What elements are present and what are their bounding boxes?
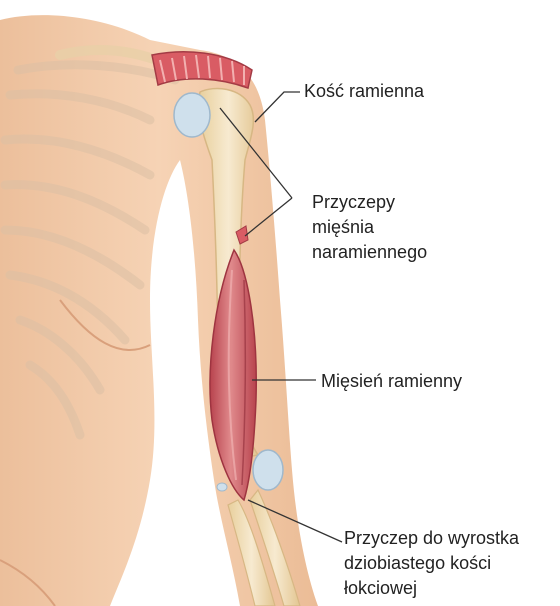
label-deltoid-attachments: Przyczepy mięśnia naramiennego	[312, 190, 427, 265]
label-humerus: Kość ramienna	[304, 79, 424, 104]
label-deltoid-line-3: naramiennego	[312, 240, 427, 265]
label-deltoid-line-2: mięśnia	[312, 215, 427, 240]
label-ulna-line-2: dziobiastego kości	[344, 551, 519, 576]
label-ulna-attachment: Przyczep do wyrostka dziobiastego kości …	[344, 526, 519, 601]
label-ulna-line-3: łokciowej	[344, 576, 519, 601]
label-ulna-line-1: Przyczep do wyrostka	[344, 526, 519, 551]
label-brachialis: Mięsień ramienny	[321, 369, 462, 394]
label-deltoid-line-1: Przyczepy	[312, 190, 427, 215]
humeral-head-cartilage	[174, 93, 210, 137]
